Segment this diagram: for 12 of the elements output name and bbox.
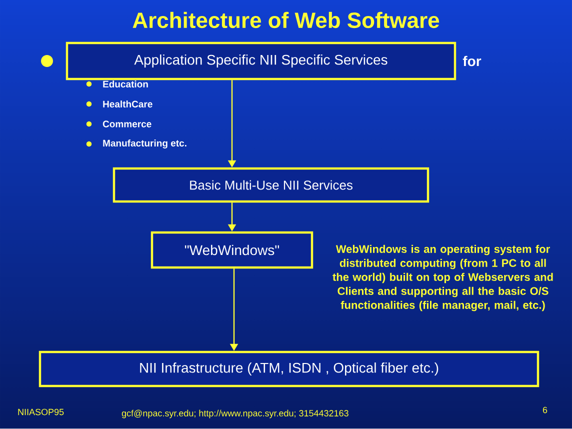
- layer-box: NII Infrastructure (ATM, ISDN , Optical fiber etc.): [38, 350, 540, 388]
- list-item: Manufacturing etc.: [103, 140, 186, 148]
- footer: gcf@npac.syr.edu; http://www.npac.syr.edu; 3154432163: [122, 410, 348, 418]
- footer: NIIASOP95: [18, 408, 64, 416]
- page-number: 6: [542, 406, 548, 414]
- note: WebWindows is an operating system for distributed computing (from 1 PC to all the world) built on top of Webservers and Clients and supporting all the basic O/S functionalities (file manager, mail, etc.): [332, 244, 553, 312]
- title: Architecture of Web Software: [132, 12, 440, 28]
- layer-box: Basic Multi-Use NII Services: [112, 167, 430, 203]
- list-item: Commerce: [102, 120, 152, 128]
- layer-box: Application Specific NII Specific Services: [66, 42, 456, 80]
- list-item: HealthCare: [103, 100, 152, 108]
- layer-box: "WebWindows": [150, 231, 314, 269]
